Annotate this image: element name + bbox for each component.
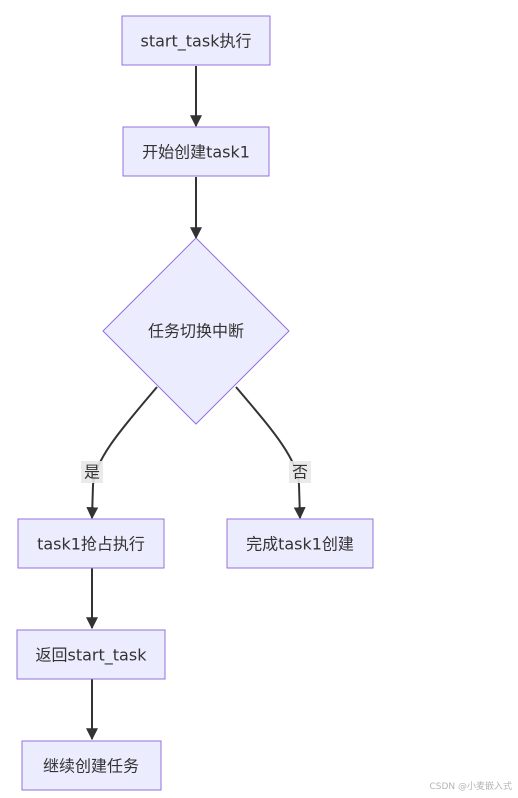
- edge-decision-no: [235, 386, 306, 520]
- node-start-task-label: start_task执行: [141, 32, 252, 52]
- node-continue-create-label: 继续创建任务: [43, 757, 139, 776]
- node-return-start-task: 返回start_task: [16, 629, 166, 680]
- node-task1-preempt: task1抢占执行: [17, 518, 165, 569]
- edge-label-no-text: 否: [292, 463, 308, 482]
- node-complete-task1: 完成task1创建: [226, 518, 374, 569]
- node-continue-create: 继续创建任务: [21, 740, 162, 791]
- edge-label-no: 否: [289, 461, 311, 483]
- edge-label-yes: 是: [81, 461, 103, 483]
- node-complete-task1-label: 完成task1创建: [246, 535, 354, 554]
- node-task1-preempt-label: task1抢占执行: [37, 535, 145, 554]
- edge-label-yes-text: 是: [84, 463, 100, 482]
- node-create-task1-label: 开始创建task1: [142, 143, 250, 162]
- node-return-start-task-label: 返回start_task: [36, 646, 148, 666]
- watermark: CSDN @小麦嵌入式: [429, 782, 512, 792]
- node-decision-interrupt-label: 任务切换中断: [148, 322, 244, 341]
- node-start-task: start_task执行: [121, 15, 271, 66]
- node-decision-interrupt: 任务切换中断: [102, 237, 290, 425]
- node-create-task1: 开始创建task1: [122, 126, 270, 177]
- edge-decision-yes: [86, 386, 158, 520]
